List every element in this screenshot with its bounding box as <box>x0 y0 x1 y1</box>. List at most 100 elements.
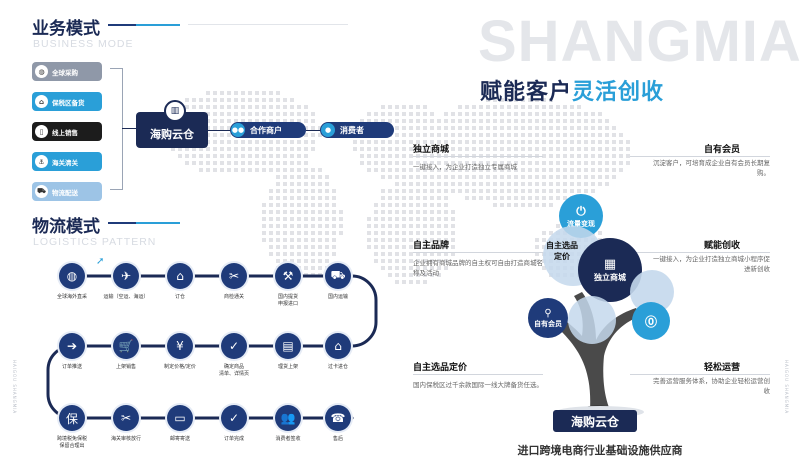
feature-divider <box>630 252 770 253</box>
logistics-step-label: 上架销售 <box>115 364 136 370</box>
business-item-label: 物流配送 <box>52 188 78 197</box>
logistics-step-label: 消费者签收 <box>275 436 301 442</box>
consumer-label: 消费者 <box>340 125 364 135</box>
building-icon: ▥ <box>164 100 186 122</box>
warehouse-icon: ⌂ <box>167 263 193 289</box>
business-item: ⛟ 物流配送 <box>32 182 102 201</box>
brand-watermark: SHANGMIA <box>478 9 800 74</box>
logistics-step-label: 订仓 <box>174 294 185 300</box>
title-rule <box>188 24 348 25</box>
store-icon: ▦ <box>603 257 617 272</box>
feature-title: 自主选品定价 <box>413 363 468 373</box>
cart-icon: 🛒 <box>113 333 139 359</box>
business-item: ▯ 线上销售 <box>32 122 102 141</box>
logistics-path <box>46 274 378 420</box>
logistics-step-label: 跨境税免保税 保留合理出 <box>56 436 87 449</box>
business-item-label: 海关清关 <box>52 158 78 167</box>
business-item-label: 全球采购 <box>52 68 78 77</box>
tagline: 进口跨境电商行业基础设施供应商 <box>517 444 683 457</box>
bond-icon: 保 <box>59 405 85 431</box>
logistics-step-label: 商检通关 <box>223 294 244 300</box>
cursor-pointer-icon: ➚ <box>96 256 105 267</box>
customs-icon: ✂ <box>221 263 247 289</box>
partner-icon: ●● <box>231 123 245 137</box>
leaf-badge: ⓪ <box>632 302 670 340</box>
logistics-step-label: 确定商品 清单、详情页 <box>218 364 249 377</box>
consumer-icon: ● <box>321 123 335 137</box>
title-accent-light <box>136 24 180 26</box>
tree-pricing-label: 自主选品 定价 <box>546 241 578 261</box>
bracket-connector <box>122 128 136 129</box>
feature-desc: 国内保税区过千余款国际一线大牌备货任选。 <box>413 381 543 389</box>
logistics-title: 物流模式 <box>32 217 100 237</box>
side-watermark-left: HAIGOU SHANGMIA <box>12 360 17 415</box>
feature-divider <box>413 156 543 157</box>
plane-icon: ✈ <box>113 263 139 289</box>
feature-desc: 完善运营服务体系，协助企业轻松运营创收 <box>653 377 770 395</box>
feature-desc: 一键接入，为企业打造独立专属商城 <box>413 163 517 171</box>
feature-title: 自主品牌 <box>413 241 450 251</box>
feature-title: 独立商城 <box>413 145 450 155</box>
feature-divider <box>630 374 770 375</box>
check-icon: ✓ <box>221 405 247 431</box>
logistics-step-label: 售后 <box>332 436 343 442</box>
side-watermark-right: HAIGOU SHANGMIA <box>784 360 789 415</box>
trunk-plate: 海购云仓 <box>553 410 637 432</box>
feature-divider <box>413 374 543 375</box>
logistics-step-label: 运输（空运、海运） <box>103 294 149 300</box>
hub-box: 海购云仓 <box>136 112 208 148</box>
world-map-dots <box>164 91 630 284</box>
logistics-step-label: 国内提货 申报进口 <box>277 294 298 307</box>
leaf-light-3 <box>568 296 616 344</box>
feature-title: 赋能创收 <box>703 241 740 251</box>
feature-title: 轻松运营 <box>703 363 740 373</box>
business-subtitle: BUSINESS MODE <box>33 38 134 50</box>
title-accent <box>108 24 136 26</box>
phone-icon: ▯ <box>35 125 48 138</box>
business-bracket <box>110 68 123 190</box>
leaf-member-label: 自有会员 <box>534 319 562 328</box>
logistics-step-label: 过卡进仓 <box>327 364 348 370</box>
globe-icon: ◍ <box>59 263 85 289</box>
feature-divider <box>413 252 543 253</box>
headset-icon: ☎ <box>325 405 351 431</box>
anchor-icon: ⚓ <box>35 155 48 168</box>
headline-part-a: 赋能客户 <box>480 80 573 105</box>
logistics-step-label: 邮寄寄送 <box>169 436 190 442</box>
logistics-step-label: 海关审核放行 <box>110 436 141 442</box>
business-item: ⌂保税区备货 <box>32 92 102 111</box>
yen-icon: ¥ <box>167 333 193 359</box>
tools-icon: ✂ <box>113 405 139 431</box>
user-icon: ⚲ <box>544 307 552 319</box>
feature-desc: 一键接入，为企业打造独立商城小程序促进新创收 <box>653 255 770 273</box>
empower-headline: 赋能客户灵活创收 <box>480 74 664 106</box>
arrow-right-icon: ➔ <box>59 333 85 359</box>
feature-title: 自有会员 <box>703 145 740 155</box>
hub-connector <box>208 130 230 131</box>
shelf-icon: ▤ <box>275 333 301 359</box>
logistics-step-label: 国内运输 <box>327 294 348 300</box>
logistics-step-label: 理货上架 <box>277 364 298 370</box>
business-item: ⚓ 海关清关 <box>32 152 102 171</box>
power-icon: ⏻ <box>576 203 586 218</box>
truck-icon: ⛟ <box>35 185 48 198</box>
leaf-member: ⚲ 自有会员 <box>528 298 568 338</box>
consumer-pill: ● 消费者 <box>320 122 394 138</box>
headline-part-b: 灵活创收 <box>572 80 665 105</box>
logistics-step-label: 订单推送 <box>61 364 82 370</box>
house-icon: ⌂ <box>325 333 351 359</box>
business-title: 业务模式 <box>32 19 100 39</box>
badge-icon: ⓪ <box>644 314 657 329</box>
declare-icon: ⚒ <box>275 263 301 289</box>
partner-label: 合作商户 <box>250 125 282 135</box>
logistics-step-label: 制定价格/定价 <box>164 364 196 370</box>
business-item-label: 线上销售 <box>52 128 78 137</box>
clipboard-icon: ✓ <box>221 333 247 359</box>
feature-divider <box>630 156 770 157</box>
logistics-accent-light <box>136 222 180 224</box>
logistics-accent <box>108 222 136 224</box>
leaf-traffic-label: 流量变现 <box>567 219 595 228</box>
hub-label: 海购云仓 <box>150 128 194 141</box>
business-item-label: 保税区备货 <box>52 98 85 107</box>
business-item: ◍全球采购 <box>32 62 102 81</box>
